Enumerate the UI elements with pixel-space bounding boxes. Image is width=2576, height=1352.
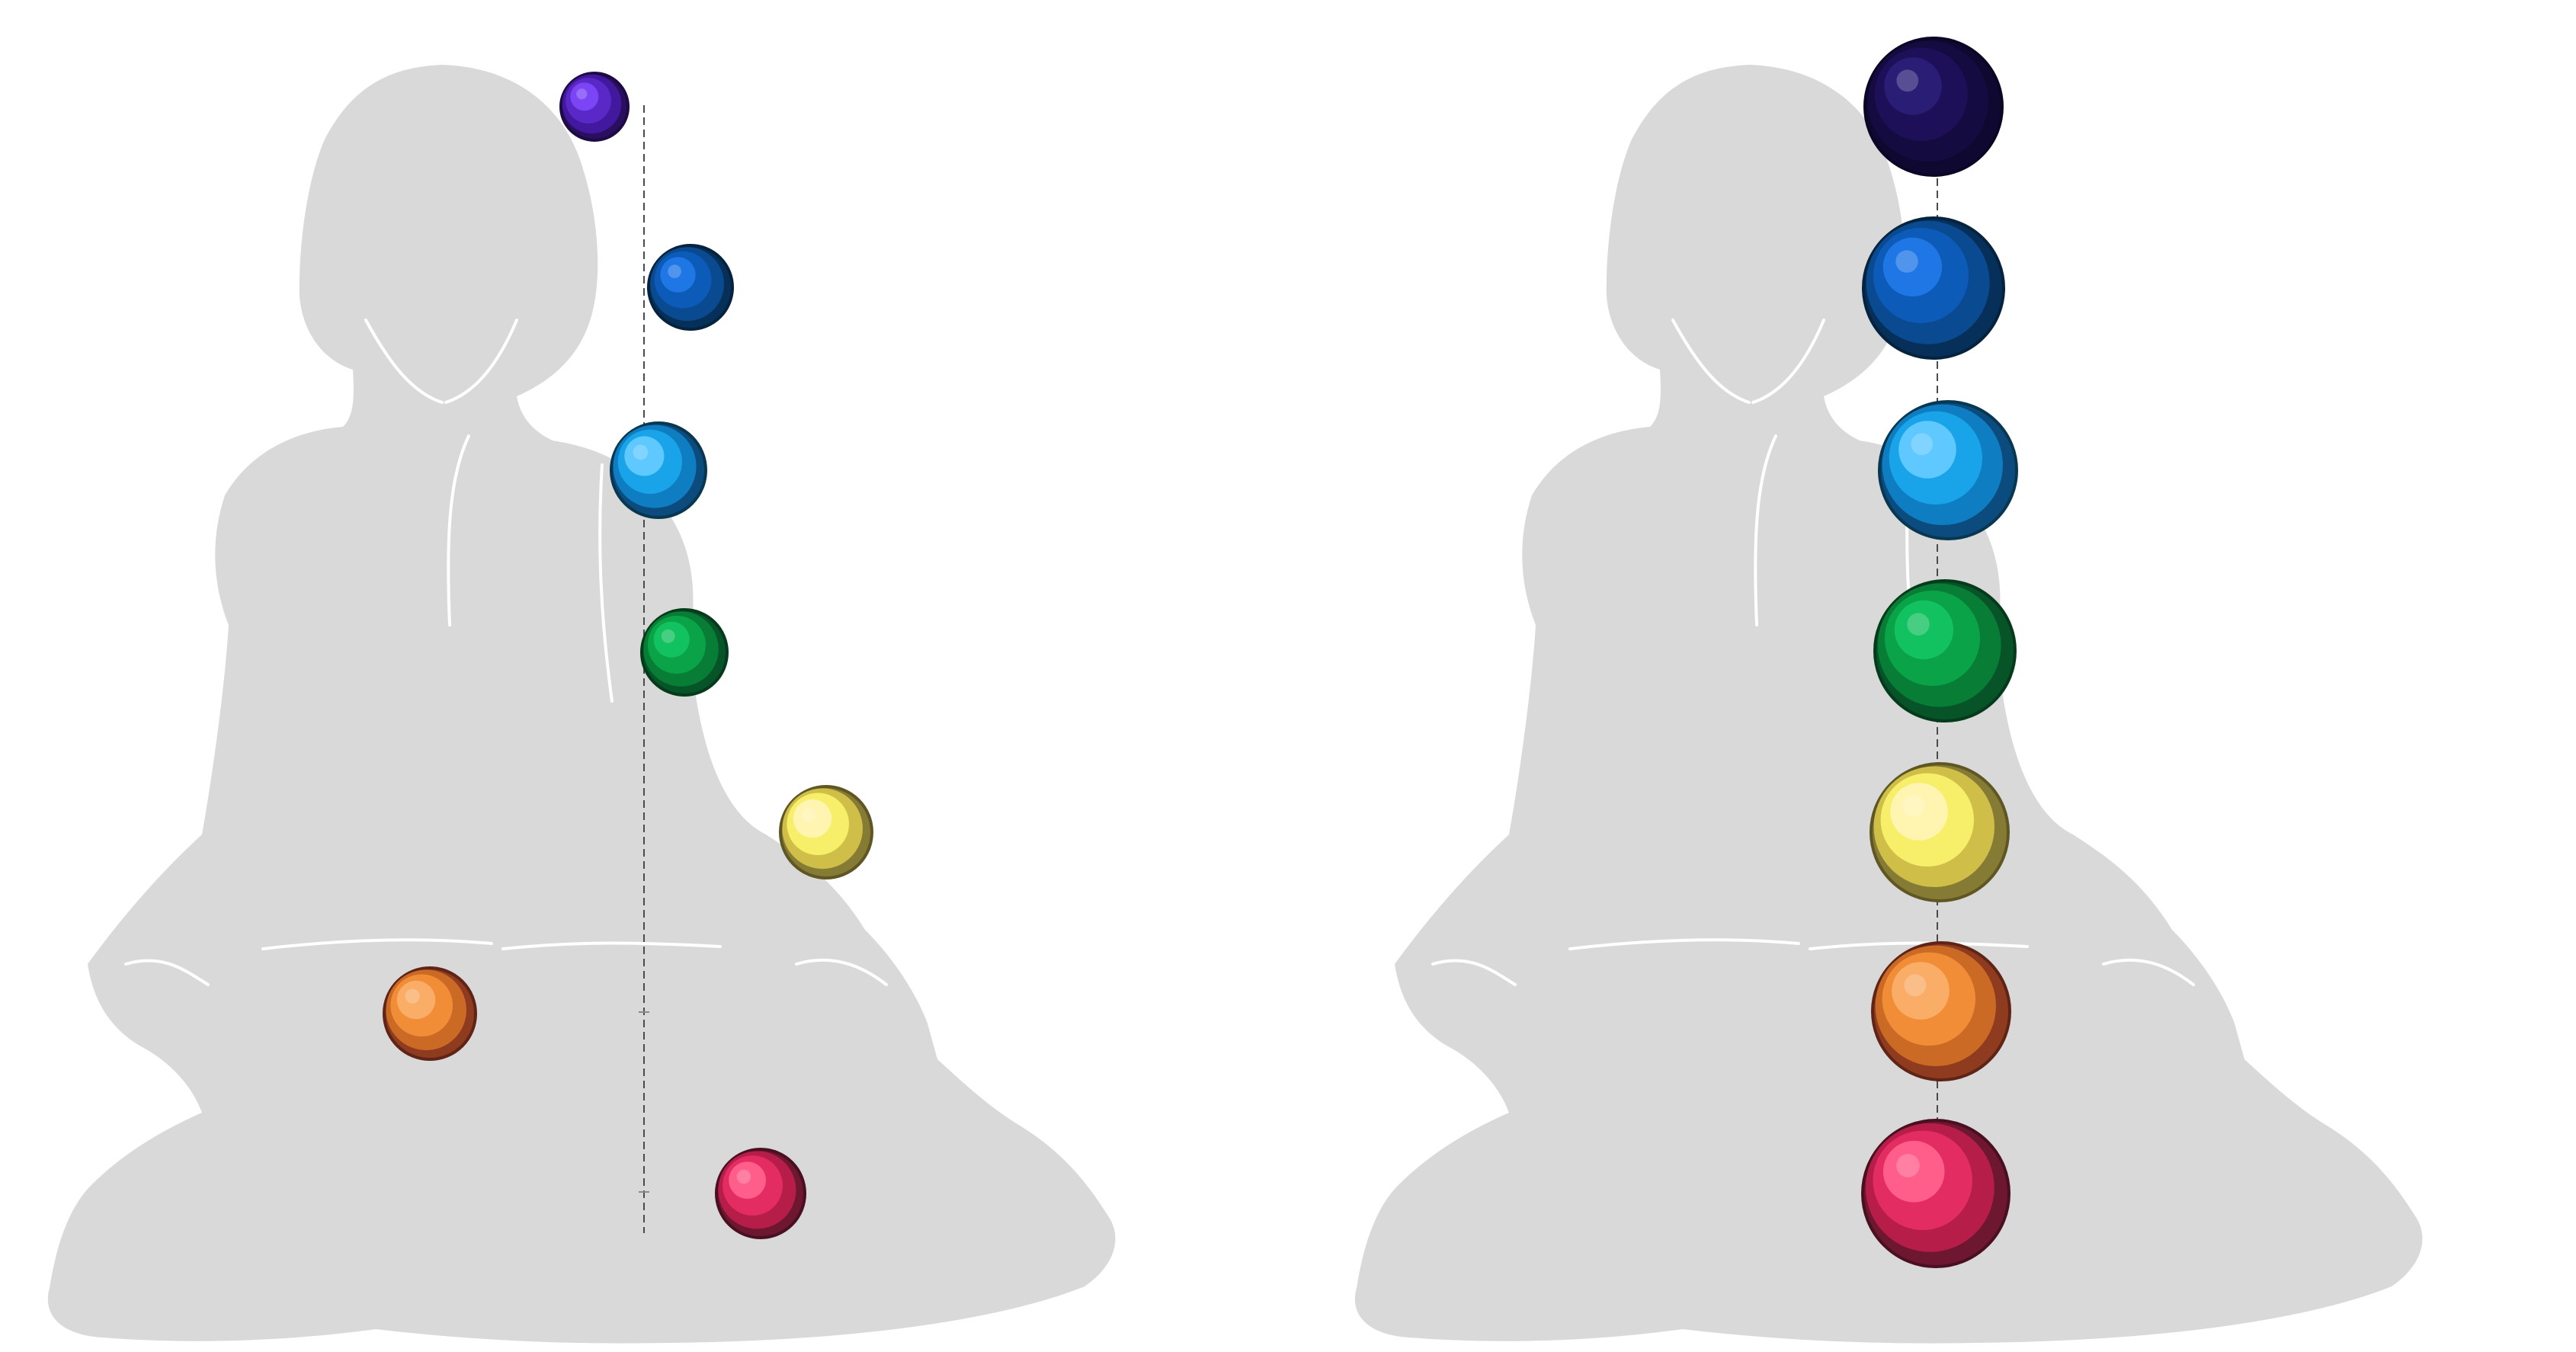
heart-chakra-icon	[1873, 579, 2017, 722]
third-eye-chakra-icon	[647, 244, 734, 331]
left-axis-markers	[639, 1011, 649, 1193]
heart-highlight	[1894, 600, 1954, 660]
heart-chakra-icon	[640, 608, 729, 697]
root-specular	[736, 1169, 751, 1184]
third-eye-specular	[1895, 250, 1918, 273]
crown-highlight	[570, 82, 599, 111]
throat-specular	[1911, 433, 1934, 456]
throat-highlight	[1898, 421, 1956, 479]
root-chakra-icon	[1861, 1119, 2010, 1268]
root-chakra-icon	[715, 1148, 806, 1239]
sacral-chakra-icon	[1871, 941, 2011, 1081]
solar-plexus-specular	[801, 807, 816, 822]
root-highlight	[729, 1161, 766, 1199]
heart-specular	[661, 629, 675, 643]
crown-specular	[576, 88, 588, 100]
third-eye-specular	[668, 264, 681, 278]
third-eye-chakra-icon	[1862, 216, 2005, 360]
sacral-highlight	[396, 980, 436, 1020]
left-chakra-group	[383, 72, 873, 1239]
sacral-specular	[405, 988, 420, 1004]
solar-plexus-highlight	[1890, 783, 1948, 841]
crown-specular	[1896, 69, 1919, 92]
solar-plexus-highlight	[793, 799, 832, 838]
third-eye-highlight	[660, 257, 696, 293]
solar-plexus-specular	[1902, 795, 1925, 818]
sacral-highlight	[1892, 962, 1950, 1020]
heart-specular	[1907, 613, 1930, 636]
throat-specular	[633, 444, 649, 460]
root-specular	[1896, 1154, 1920, 1177]
sacral-chakra-icon	[383, 966, 477, 1061]
crown-chakra-icon	[559, 72, 630, 142]
root-highlight	[1882, 1140, 1945, 1203]
left-meditating-figure	[46, 63, 1117, 1345]
solar-plexus-chakra-icon	[1870, 762, 2010, 902]
sacral-specular	[1904, 974, 1927, 997]
crown-highlight	[1884, 57, 1942, 115]
heart-highlight	[653, 621, 690, 658]
right-chakra-group	[1861, 37, 2018, 1268]
throat-chakra-icon	[610, 421, 707, 519]
third-eye-highlight	[1882, 237, 1943, 297]
throat-chakra-icon	[1878, 400, 2018, 540]
crown-chakra-icon	[1863, 37, 2004, 177]
throat-highlight	[624, 436, 665, 476]
solar-plexus-chakra-icon	[779, 785, 873, 879]
